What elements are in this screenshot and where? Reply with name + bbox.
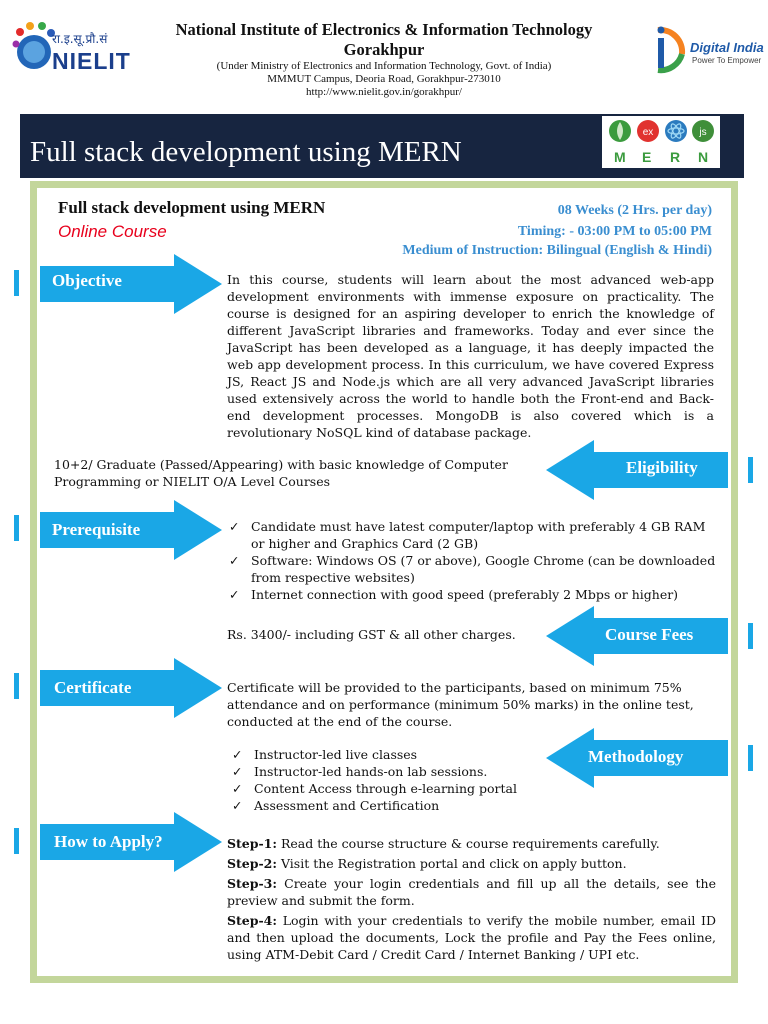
apply-step-1: Step-1: Read the course structure & cour…	[227, 836, 660, 851]
mern-letter-n: N	[698, 149, 709, 165]
eligibility-marker	[748, 457, 753, 483]
check-icon: ✓	[232, 747, 243, 762]
prerequisite-item: ✓Candidate must have latest computer/lap…	[229, 519, 706, 551]
eligibility-arrow	[546, 440, 728, 500]
mern-letter-r: R	[670, 149, 681, 165]
course-fees-marker	[748, 623, 753, 649]
course-timing: Timing: - 03:00 PM to 05:00 PM	[517, 224, 712, 239]
how-to-apply-steps: Step-1: Read the course structure & cour…	[227, 835, 716, 966]
methodology-arrow	[546, 728, 728, 788]
website-link[interactable]: http://www.nielit.gov.in/gorakhpur/	[306, 86, 462, 98]
how-to-apply-label: How to Apply?	[54, 832, 163, 851]
apply-step-2: Step-2: Visit the Registration portal an…	[227, 856, 627, 871]
methodology-label: Methodology	[588, 747, 684, 766]
banner-title: Full stack development using MERN	[30, 136, 462, 168]
how-to-apply-marker	[14, 828, 19, 854]
prerequisite-label: Prerequisite	[52, 520, 141, 539]
course-mode: Online Course	[58, 222, 167, 241]
content-frame	[30, 181, 738, 983]
objective-marker	[14, 270, 19, 296]
how-to-apply-arrow	[40, 812, 222, 872]
methodology-item: ✓Content Access through e-learning porta…	[232, 781, 517, 796]
prerequisite-marker	[14, 515, 19, 541]
ministry-line: (Under Ministry of Electronics and Infor…	[216, 60, 552, 72]
digital-india-text: Digital India	[690, 40, 764, 55]
course-duration: 08 Weeks (2 Hrs. per day)	[557, 203, 712, 218]
svg-text:ex: ex	[643, 127, 654, 138]
nielit-logo: रा.इ.सू.प्रौ.सं NIELIT	[12, 18, 130, 82]
objective-arrow	[40, 254, 222, 314]
mern-letter-e: E	[642, 149, 652, 165]
check-icon: ✓	[229, 553, 240, 568]
methodology-item: ✓Instructor-led live classes	[232, 747, 418, 762]
apply-step-3: Step-3: Create your login credentials an…	[227, 876, 716, 908]
mern-stack-icons: ex js	[609, 120, 714, 142]
nielit-text: NIELIT	[52, 48, 131, 74]
certificate-marker	[14, 673, 19, 699]
mern-logo: ex js M E R N	[602, 116, 720, 168]
prerequisite-item: ✓Internet connection with good speed (pr…	[229, 587, 679, 602]
course-fees-label: Course Fees	[605, 625, 694, 644]
prerequisite-arrow	[40, 500, 222, 560]
nielit-globe-icon	[12, 22, 55, 69]
eligibility-line-1: 10+2/ Graduate (Passed/Appearing) with b…	[54, 457, 508, 472]
digital-india-icon	[657, 26, 686, 74]
eligibility-line-2: Programming or NIELIT O/A Level Courses	[54, 474, 331, 489]
objective-text: In this course, students will learn abou…	[227, 272, 714, 440]
course-fees-arrow	[546, 606, 728, 666]
digital-india-logo: Digital India Power To Empower	[640, 18, 764, 82]
svg-text:js: js	[698, 127, 706, 138]
certificate-text: Certificate will be provided to the part…	[227, 680, 694, 729]
check-icon: ✓	[232, 781, 243, 796]
certificate-label: Certificate	[54, 678, 132, 697]
apply-step-4: Step-4: Login with your credentials to v…	[227, 913, 716, 962]
check-icon: ✓	[229, 519, 240, 534]
digital-india-tagline: Power To Empower	[692, 56, 762, 65]
check-icon: ✓	[232, 798, 243, 813]
prerequisite-item: ✓Software: Windows OS (7 or above), Goog…	[229, 553, 716, 585]
course-medium: Medium of Instruction: Bilingual (Englis…	[402, 243, 712, 258]
nielit-hindi-text: रा.इ.सू.प्रौ.सं	[52, 32, 108, 46]
certificate-arrow	[40, 658, 222, 718]
prerequisite-list: ✓Candidate must have latest computer/lap…	[227, 518, 717, 603]
check-icon: ✓	[232, 764, 243, 779]
methodology-list: ✓Instructor-led live classes ✓Instructor…	[230, 746, 540, 814]
institute-title: National Institute of Electronics & Info…	[175, 20, 593, 39]
methodology-item: ✓Assessment and Certification	[232, 798, 440, 813]
methodology-item: ✓Instructor-led hands-on lab sessions.	[232, 764, 488, 779]
objective-label: Objective	[52, 271, 122, 290]
course-title: Full stack development using MERN	[58, 198, 326, 217]
check-icon: ✓	[229, 587, 240, 602]
course-fees-text: Rs. 3400/- including GST & all other cha…	[227, 627, 516, 642]
address-line: MMMUT Campus, Deoria Road, Gorakhpur-273…	[267, 73, 501, 85]
methodology-marker	[748, 745, 753, 771]
institute-city: Gorakhpur	[343, 40, 425, 59]
mern-letter-m: M	[614, 149, 626, 165]
eligibility-label: Eligibility	[626, 458, 698, 477]
